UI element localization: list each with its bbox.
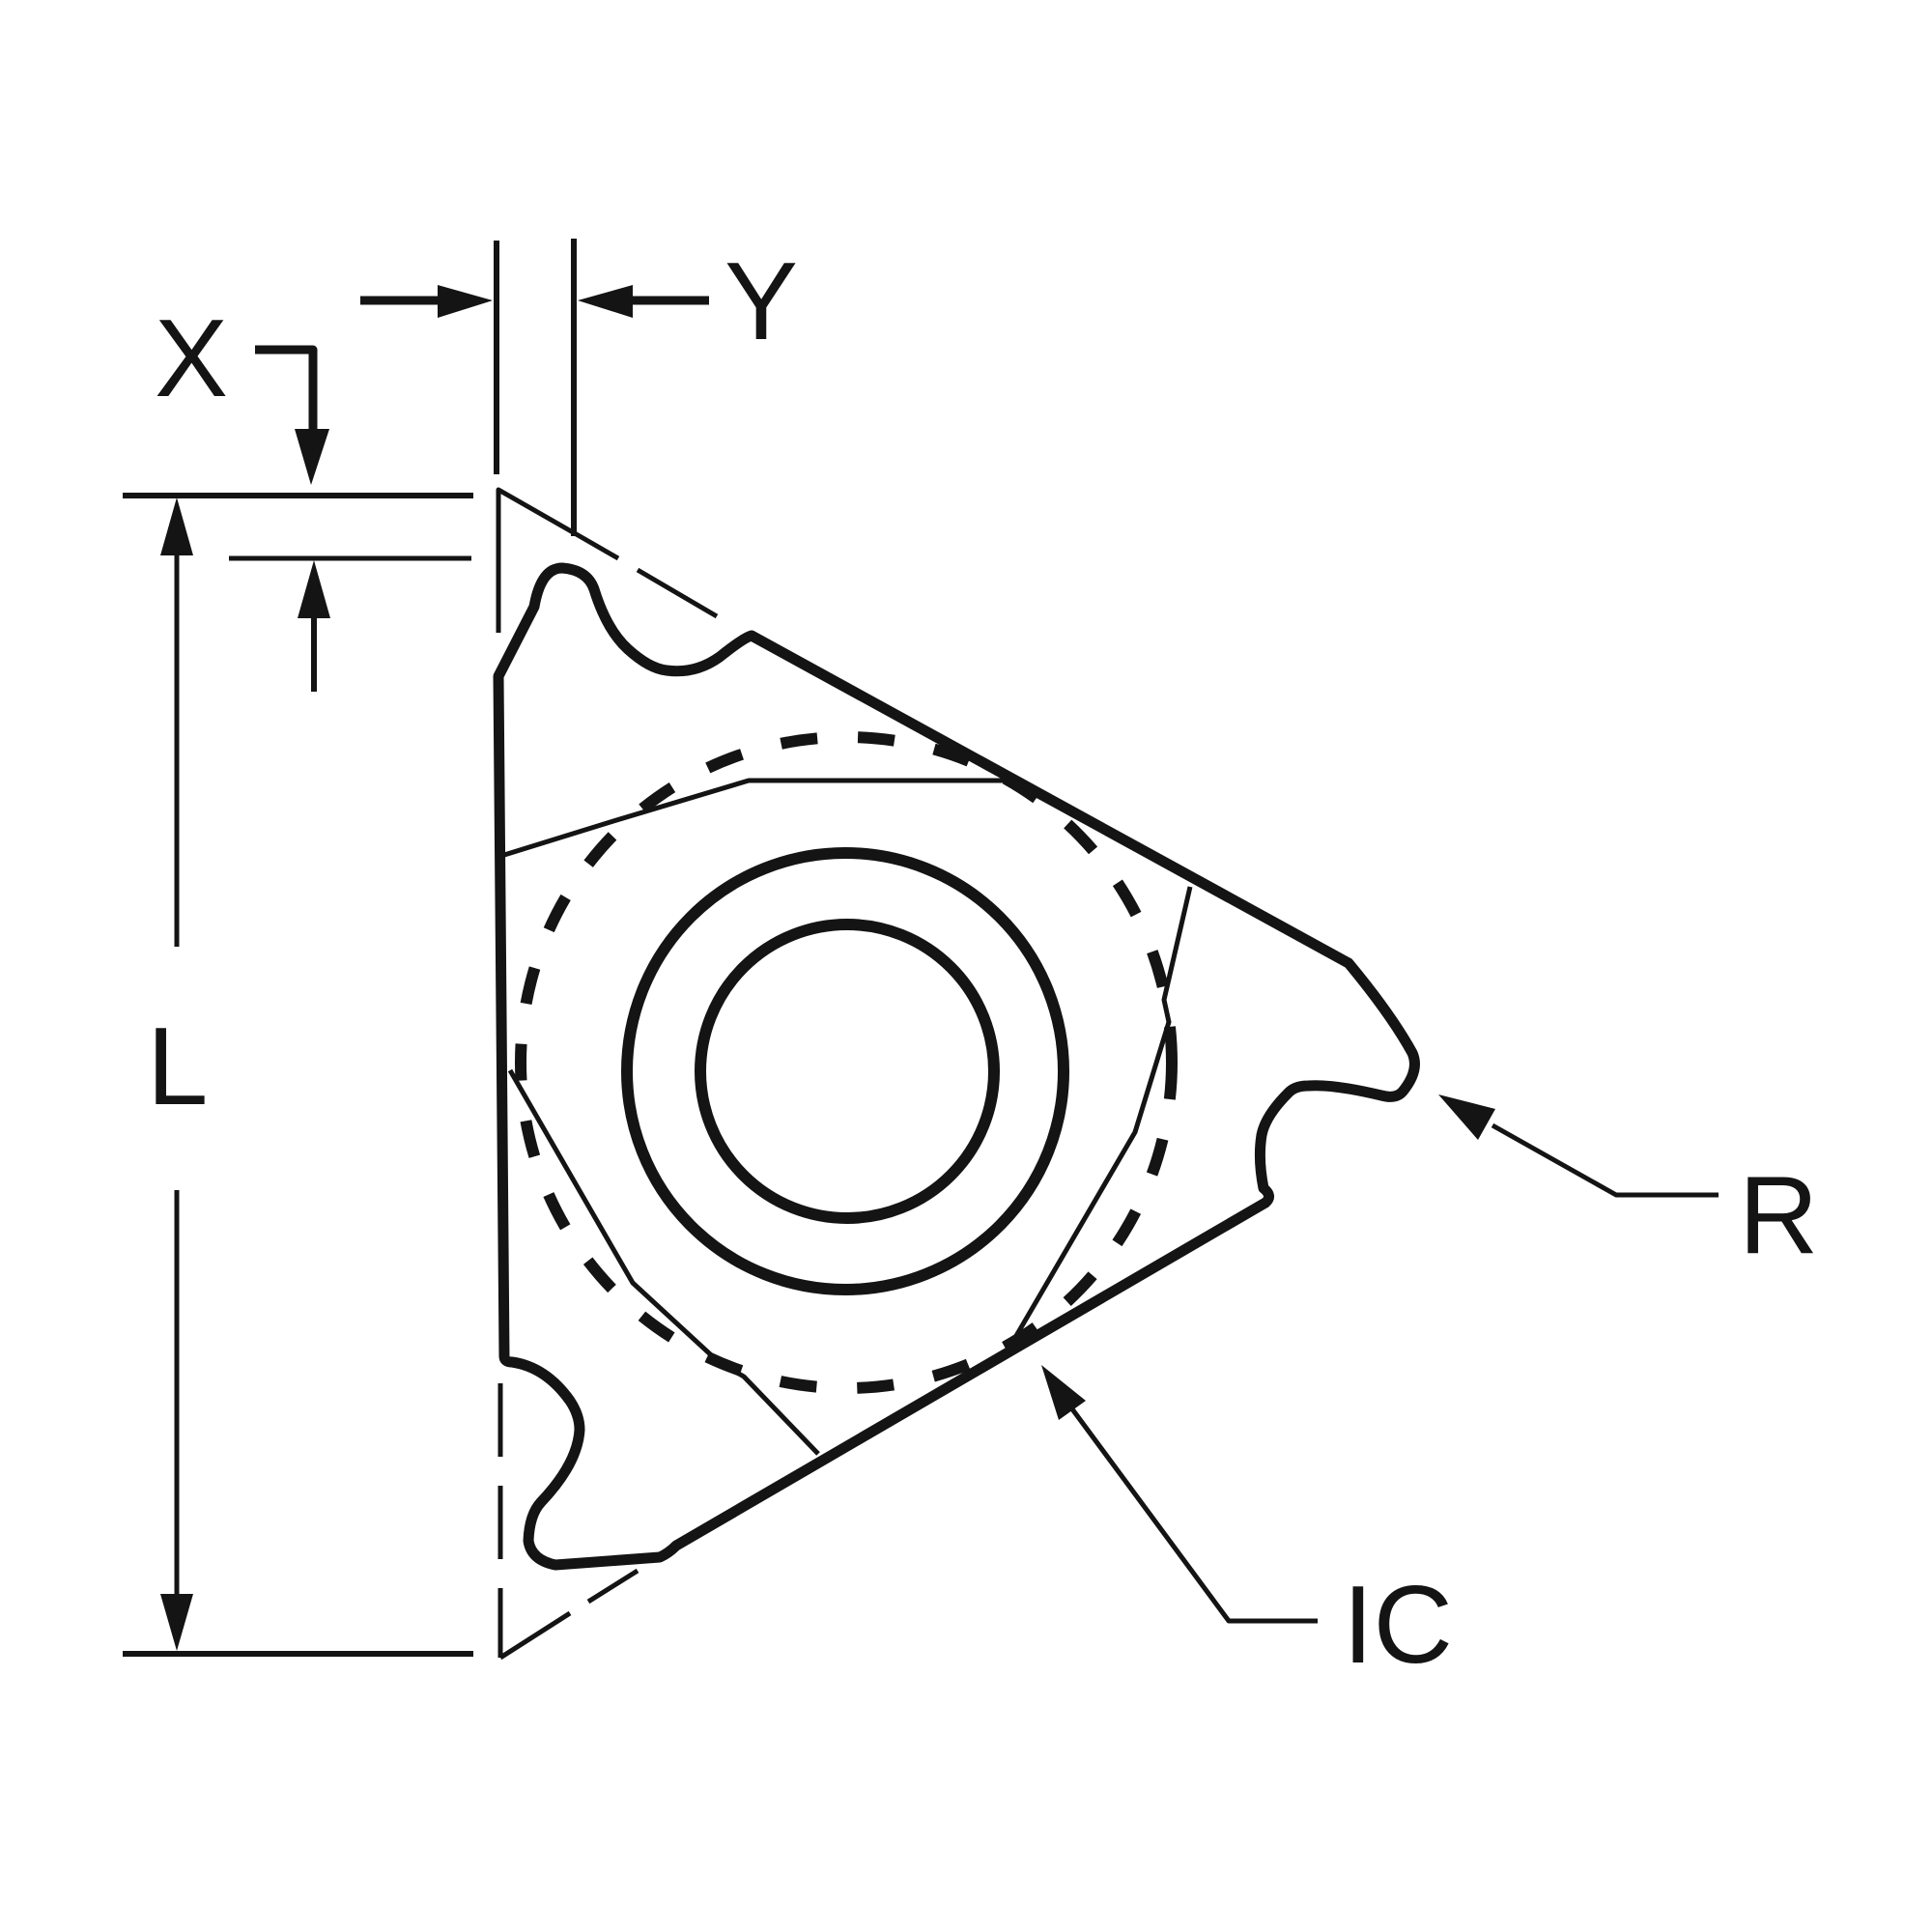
chipbreaker-line-right <box>1004 886 1193 1354</box>
theoretical-tip-upper <box>496 487 620 633</box>
ic-leader <box>1067 1405 1318 1624</box>
x-dimension-label: X <box>155 298 229 420</box>
ic-dimension-label: IC <box>1343 1564 1453 1687</box>
inner-hole-ring <box>695 919 1000 1224</box>
r-dimension-label: R <box>1739 1154 1819 1277</box>
chipbreaker-line-left <box>507 1068 820 1456</box>
y-arrow-left-head <box>438 285 493 318</box>
insert-outline <box>493 562 1420 1571</box>
y-dimension-label: Y <box>724 241 799 363</box>
x-arrow-up-head <box>298 560 330 618</box>
r-arrow-head <box>1438 1094 1495 1140</box>
y-arrow-right-head <box>578 285 633 318</box>
r-leader <box>1491 1122 1719 1198</box>
theoretical-tip-dash-2 <box>586 1568 639 1605</box>
outer-countersink-ring <box>621 847 1069 1295</box>
x-arrow-down-head <box>295 429 329 485</box>
theoretical-tip-lower <box>498 1610 572 1661</box>
x-leader <box>255 345 318 435</box>
l-arrow-bottom-head <box>160 1594 193 1651</box>
l-dimension-label: L <box>147 1006 209 1128</box>
chipbreaker-line-top <box>503 778 1037 858</box>
inscribed-circle-dashed <box>515 731 1178 1394</box>
theoretical-tip-dash-1 <box>636 567 719 619</box>
ic-arrow-head <box>1041 1365 1086 1420</box>
l-arrow-top-head <box>160 497 193 555</box>
